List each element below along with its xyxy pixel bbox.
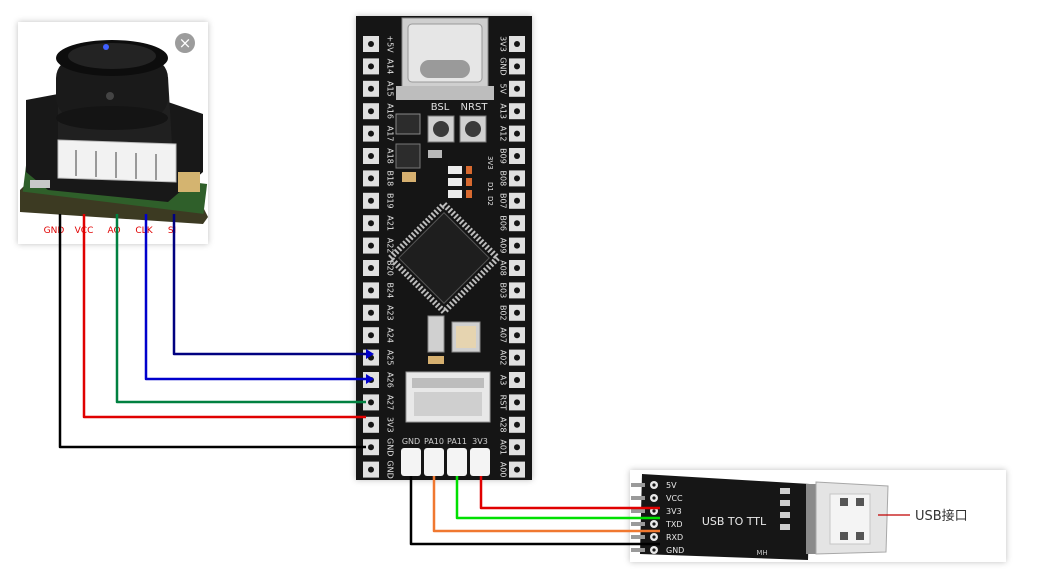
pin-label-gnd: GND <box>44 226 65 236</box>
nrst-button[interactable] <box>459 115 487 143</box>
ttl-pin-label-5v: 5V <box>666 481 677 490</box>
left-pin-label-a14: A14 <box>386 59 395 75</box>
left-pin-label-a23: A23 <box>386 305 395 321</box>
nrst-label: NRST <box>461 102 489 113</box>
left-pin-label-a17: A17 <box>386 126 395 142</box>
sensor-panel: × GND VCC AO CLK SI <box>18 22 208 244</box>
right-pin-label-b02: B02 <box>499 305 508 321</box>
module-label: USB TO TTL <box>702 515 767 528</box>
svg-text:×: × <box>179 34 192 52</box>
right-pin-label-a07: A07 <box>499 327 508 343</box>
wire-gnd-ttl <box>409 476 660 546</box>
bsl-label: BSL <box>431 102 450 113</box>
led-label-d1: D1 <box>486 182 494 192</box>
wire-ao-sensor <box>115 214 366 404</box>
left-pin-label-gnd: GND <box>386 460 395 478</box>
left-pin-label-a22: A22 <box>386 238 395 254</box>
right-pin-label-a13: A13 <box>499 103 508 119</box>
right-pin-label-a00: A00 <box>499 462 508 478</box>
mcu-chip <box>386 200 502 316</box>
ttl-pin-label-3v3: 3V3 <box>666 507 682 516</box>
wire-clk-sensor <box>144 214 366 381</box>
usb-interface-callout: USB接口 <box>915 508 968 524</box>
right-pin-label-b08: B08 <box>499 171 508 187</box>
bottom-pad-pa11 <box>447 448 467 476</box>
camera-sensor-image: × GND VCC AO CLK SI <box>20 33 208 236</box>
pin-label-clk: CLK <box>135 226 153 236</box>
bottom-pin-label-gnd: GND <box>402 437 420 446</box>
right-pin-label-a08: A08 <box>499 260 508 276</box>
left-pin-label-b20: B20 <box>386 260 395 276</box>
left-pin-label-a16: A16 <box>386 103 395 119</box>
right-pin-label-a3: A3 <box>499 375 508 386</box>
wire-tx-ttl <box>455 476 660 520</box>
right-pin-label-b06: B06 <box>499 215 508 231</box>
mcu-board: +5VA14A15A16A17A18B18B19A21A22B20B24A23A… <box>356 16 532 480</box>
right-pin-label-a28: A28 <box>499 417 508 433</box>
wire-3v3-ttl <box>479 476 660 510</box>
right-pin-label-gnd: GND <box>499 57 508 75</box>
arrow-a25 <box>366 349 374 359</box>
wire-gnd-sensor <box>58 214 366 449</box>
left-pin-label-b18: B18 <box>386 171 395 187</box>
right-pin-label-a09: A09 <box>499 238 508 254</box>
bottom-pad-3v3 <box>470 448 490 476</box>
right-pin-label-a01: A01 <box>499 439 508 455</box>
right-pin-label-rst: RST <box>499 395 508 411</box>
right-pin-label-5v: 5V <box>499 84 508 95</box>
left-pin-label-b19: B19 <box>386 193 395 209</box>
left-pin-label-a21: A21 <box>386 215 395 231</box>
left-pin-label-a15: A15 <box>386 81 395 97</box>
pin-label-si: SI <box>168 226 176 236</box>
led-label-d2: D2 <box>486 196 494 206</box>
left-pin-label-a24: A24 <box>386 327 395 343</box>
led-label-3v3: 3V3 <box>486 156 494 170</box>
bottom-pin-label-pa10: PA10 <box>424 437 444 446</box>
left-pin-label-b24: B24 <box>386 283 395 299</box>
ttl-pin-label-rxd: RXD <box>666 533 683 542</box>
left-pin-label-a18: A18 <box>386 148 395 164</box>
ttl-pin-label-txd: TXD <box>665 520 683 529</box>
bottom-pad-pa10 <box>424 448 444 476</box>
brand-label: MH <box>756 549 767 557</box>
wire-si-sensor <box>172 214 366 356</box>
bottom-pin-label-pa11: PA11 <box>447 437 467 446</box>
left-pin-label-a27: A27 <box>386 395 395 411</box>
ttl-pin-label-gnd: GND <box>666 546 684 555</box>
close-icon[interactable]: × <box>175 33 195 53</box>
wire-vcc-sensor <box>82 214 366 419</box>
wire-rx-ttl <box>432 476 660 533</box>
left-pin-label-a25: A25 <box>386 350 395 366</box>
left-pin-label-3v3: 3V3 <box>386 417 395 433</box>
right-pin-label-b07: B07 <box>499 193 508 209</box>
right-pin-label-a12: A12 <box>499 126 508 142</box>
right-pin-label-a02: A02 <box>499 350 508 366</box>
bottom-pad-gnd <box>401 448 421 476</box>
right-pin-label-b09: B09 <box>499 148 508 164</box>
right-pin-label-b03: B03 <box>499 283 508 299</box>
left-pin-label-5v: +5V <box>386 35 395 53</box>
ttl-pin-label-vcc: VCC <box>666 494 683 503</box>
left-pin-label-a26: A26 <box>386 372 395 388</box>
pin-label-ao: AO <box>107 226 120 236</box>
bsl-button[interactable] <box>427 115 455 143</box>
right-pin-label-3v3: 3V3 <box>499 36 508 52</box>
left-pin-label-gnd: GND <box>386 438 395 456</box>
arrow-a26 <box>366 374 374 384</box>
bottom-pin-label-3v3: 3V3 <box>472 437 488 446</box>
